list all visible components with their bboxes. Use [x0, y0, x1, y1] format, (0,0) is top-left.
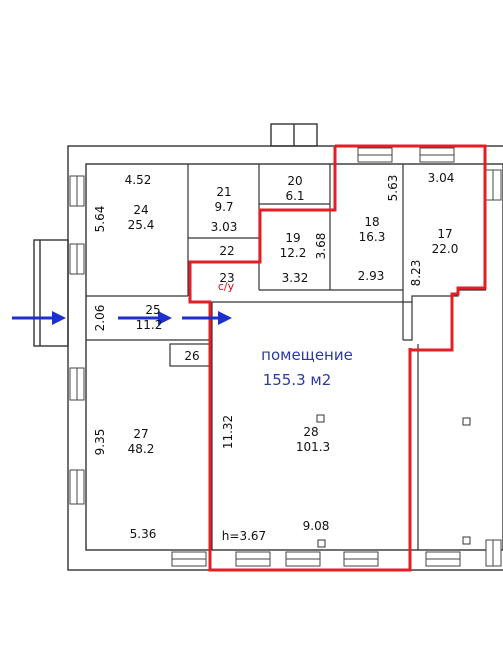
- room-17-number: 17: [437, 227, 452, 241]
- vertical-dimension-labels: 5.64 3.68 5.63 8.23 2.06 9.35 11.32: [93, 175, 423, 456]
- dim-9-35: 9.35: [93, 429, 107, 456]
- dim-2-93: 2.93: [358, 269, 385, 283]
- room-24-number: 24: [133, 203, 148, 217]
- room-19-area: 12.2: [280, 246, 307, 260]
- room-26-number: 26: [184, 349, 199, 363]
- room-23-number: 23: [219, 271, 234, 285]
- room-21-area: 9.7: [214, 200, 233, 214]
- room-25-area: 11.2: [136, 318, 163, 332]
- room-25-number: 25: [145, 303, 160, 317]
- bottom-windows: [171, 539, 502, 567]
- premises-title: помещение: [261, 346, 353, 364]
- dim-3-03: 3.03: [211, 220, 238, 234]
- dim-8-23: 8.23: [409, 260, 423, 287]
- room-18-area: 16.3: [359, 230, 386, 244]
- dim-4-52: 4.52: [125, 173, 152, 187]
- ceiling-height: h=3.67: [222, 529, 266, 543]
- room-28-area: 101.3: [296, 440, 330, 454]
- dim-3-04: 3.04: [428, 171, 455, 185]
- room-labels: 24 25.4 21 9.7 20 6.1 19 12.2 18 16.3 17…: [128, 174, 459, 456]
- dim-9-08: 9.08: [303, 519, 330, 533]
- left-windows: [69, 175, 85, 505]
- dim-3-68: 3.68: [314, 233, 328, 260]
- dim-5-36: 5.36: [130, 527, 157, 541]
- room-20-number: 20: [287, 174, 302, 188]
- premises-area: 155.3 м2: [263, 371, 332, 389]
- dim-2-06: 2.06: [93, 305, 107, 332]
- room-28-number: 28: [303, 425, 318, 439]
- dim-11-32: 11.32: [221, 415, 235, 449]
- premises-outline: [188, 144, 487, 572]
- room-27-area: 48.2: [128, 442, 155, 456]
- column-markers: [316, 414, 471, 548]
- dim-3-32: 3.32: [282, 271, 309, 285]
- room-19-number: 19: [285, 231, 300, 245]
- dim-5-63: 5.63: [386, 175, 400, 202]
- dim-5-64: 5.64: [93, 206, 107, 233]
- room-24-area: 25.4: [128, 218, 155, 232]
- dimension-labels: 4.52 3.03 3.32 3.04 2.93 5.36 9.08 h=3.6…: [125, 171, 455, 543]
- top-windows: [357, 147, 502, 201]
- wc-label: с/у: [218, 280, 235, 293]
- room-20-area: 6.1: [285, 189, 304, 203]
- room-27-number: 27: [133, 427, 148, 441]
- room-17-area: 22.0: [432, 242, 459, 256]
- room-21-number: 21: [216, 185, 231, 199]
- entry-arrows: [12, 311, 232, 325]
- room-18-number: 18: [364, 215, 379, 229]
- room-22-number: 22: [219, 244, 234, 258]
